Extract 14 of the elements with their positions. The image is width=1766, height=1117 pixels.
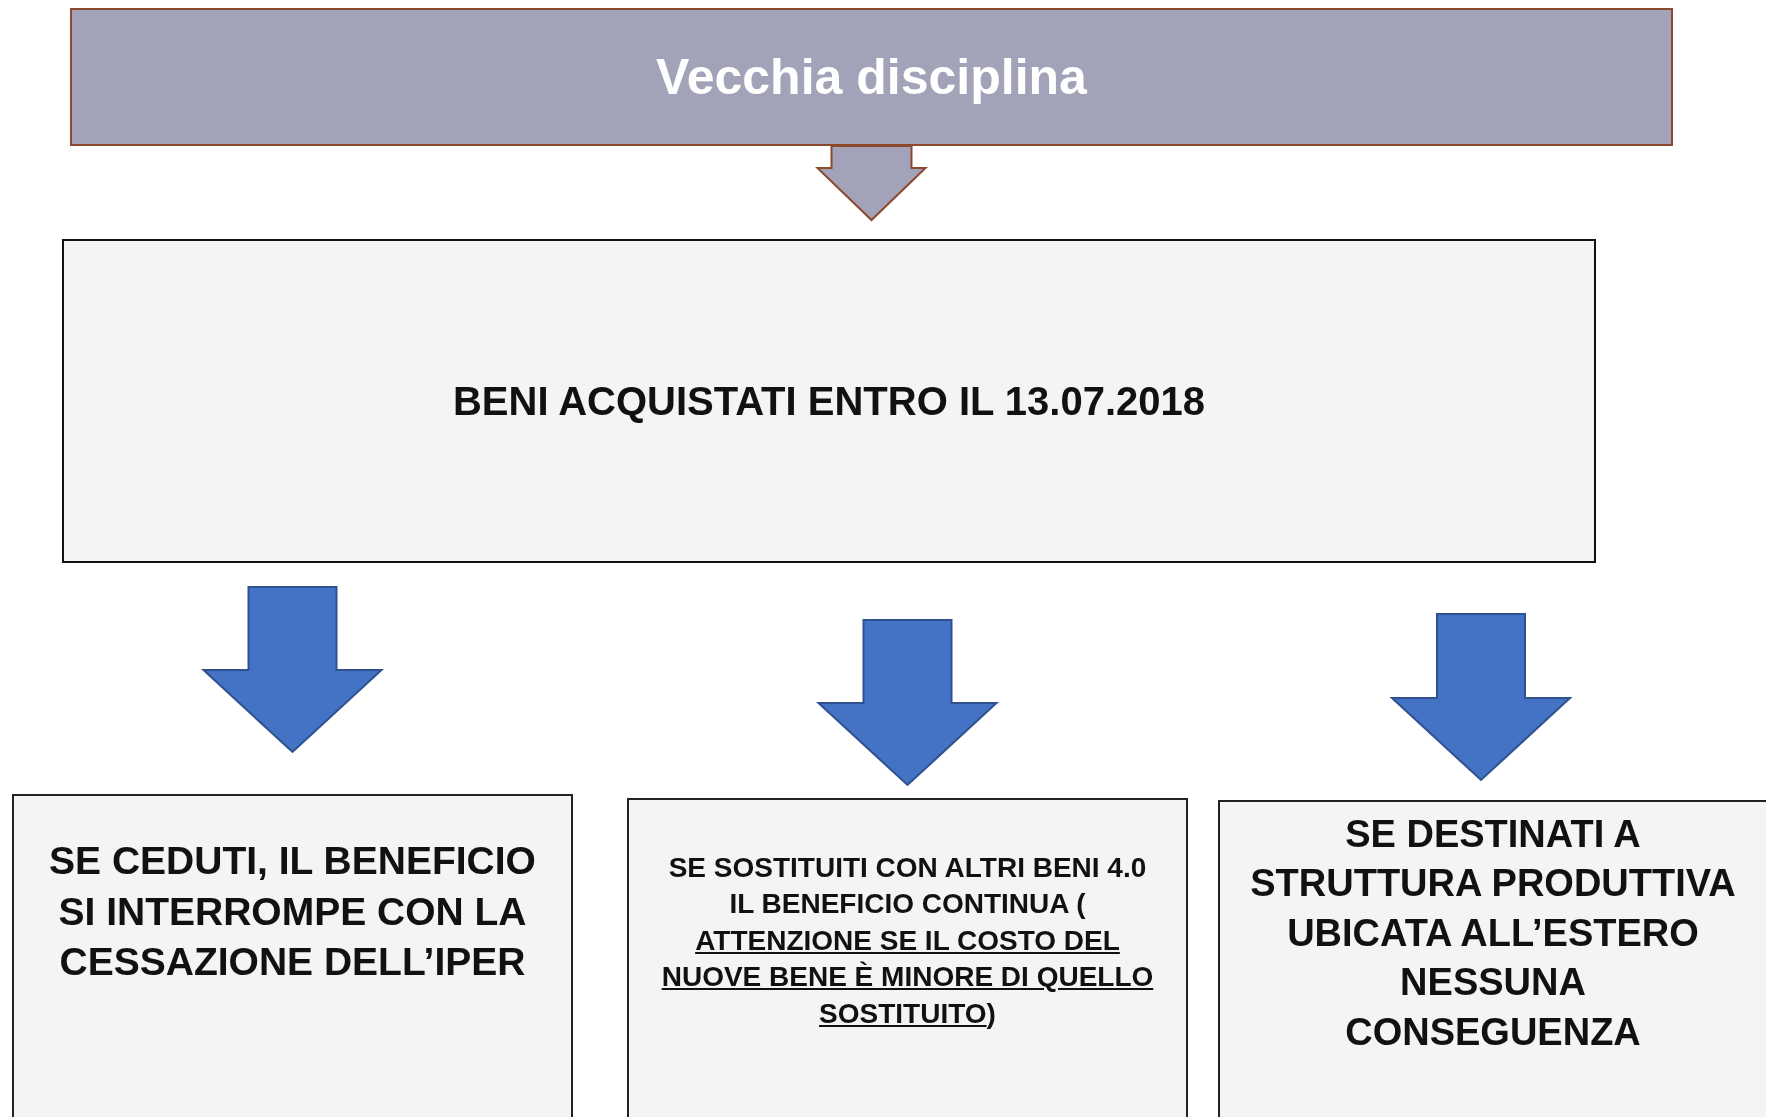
- box-text: BENI ACQUISTATI ENTRO IL 13.07.2018: [452, 378, 1206, 425]
- process-box: [62, 239, 1596, 563]
- box-text: SE SOSTITUITI CON ALTRI BENI 4.0 IL BENEFICIO CONTINUA ( ATTENZIONE SE IL COSTO DEL NUOVE BENE È MINORE DI QUELLO SOSTITUITO): [660, 851, 1155, 1031]
- block-arrow: [815, 619, 1000, 787]
- process-box: [12, 794, 573, 1117]
- block-arrow: [815, 145, 928, 222]
- title-text: Vecchia disciplina: [656, 47, 1087, 107]
- box-text: SE DESTINATI A STRUTTURA PRODUTTIVA UBICATA ALL’ESTERO NESSUNA CONSEGUENZA: [1250, 812, 1736, 1055]
- block-arrow: [1389, 613, 1573, 782]
- process-box: [1218, 800, 1766, 1117]
- process-box: [627, 798, 1188, 1117]
- title-banner: [70, 8, 1673, 146]
- box-text: SE CEDUTI, IL BENEFICIO SI INTERROMPE CON LA CESSAZIONE DELL’IPER: [48, 838, 537, 986]
- block-arrow: [200, 586, 385, 754]
